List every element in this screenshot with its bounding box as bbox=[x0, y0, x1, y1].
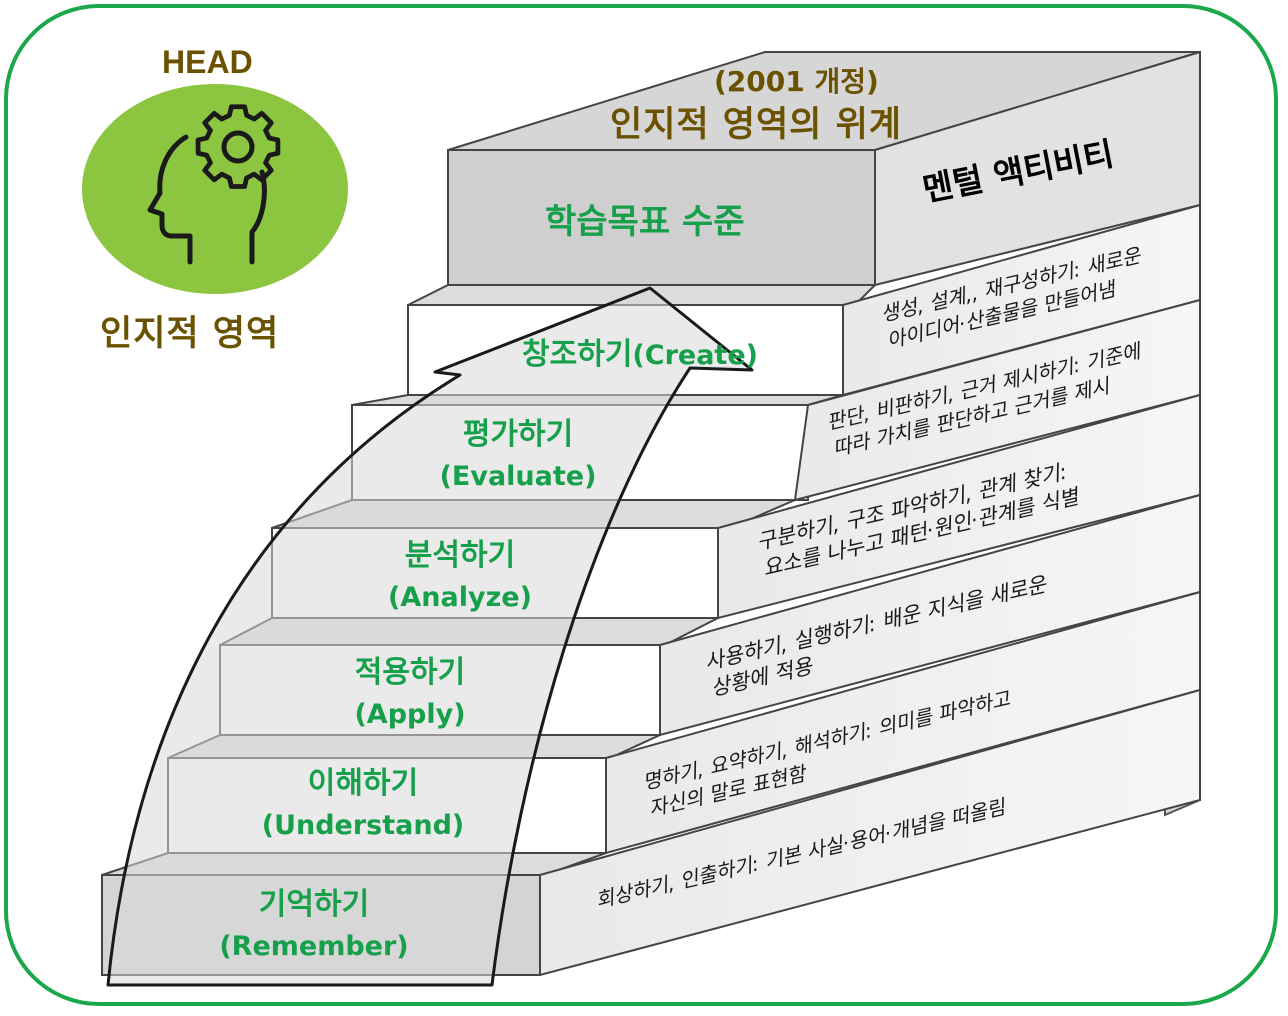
learning-level-header: 학습목표 수준 bbox=[545, 202, 745, 242]
level-evaluate-ko: 평가하기 bbox=[462, 417, 574, 452]
level-create-en: (Create) bbox=[632, 340, 758, 371]
level-analyze: 분석하기 (Analyze) bbox=[310, 535, 610, 619]
level-remember-ko: 기억하기 bbox=[258, 887, 370, 922]
level-analyze-ko: 분석하기 bbox=[404, 538, 516, 573]
head-label: HEAD bbox=[162, 44, 253, 80]
ascending-arrow bbox=[106, 286, 754, 987]
step-remember-side bbox=[539, 688, 1201, 977]
level-understand: 이해하기 (Understand) bbox=[213, 763, 513, 847]
level-evaluate: 평가하기 (Evaluate) bbox=[368, 414, 668, 498]
level-analyze-en: (Analyze) bbox=[388, 582, 532, 613]
head-gear-icon bbox=[147, 104, 281, 265]
head-circle bbox=[82, 84, 348, 294]
domain-label: 인지적 영역 bbox=[100, 314, 280, 354]
level-remember: 기억하기 (Remember) bbox=[164, 884, 464, 968]
level-apply: 적용하기 (Apply) bbox=[260, 652, 560, 736]
level-apply-ko: 적용하기 bbox=[354, 655, 466, 690]
hierarchy-title: 인지적 영역의 위계 bbox=[610, 105, 902, 145]
level-understand-en: (Understand) bbox=[261, 810, 465, 841]
level-create: 창조하기(Create) bbox=[440, 334, 840, 377]
level-evaluate-en: (Evaluate) bbox=[439, 461, 597, 492]
level-create-ko: 창조하기 bbox=[522, 337, 633, 372]
level-apply-en: (Apply) bbox=[354, 699, 466, 730]
revision-year: (2001 개정) bbox=[714, 65, 879, 98]
level-remember-en: (Remember) bbox=[219, 931, 409, 962]
level-understand-ko: 이해하기 bbox=[307, 766, 419, 801]
